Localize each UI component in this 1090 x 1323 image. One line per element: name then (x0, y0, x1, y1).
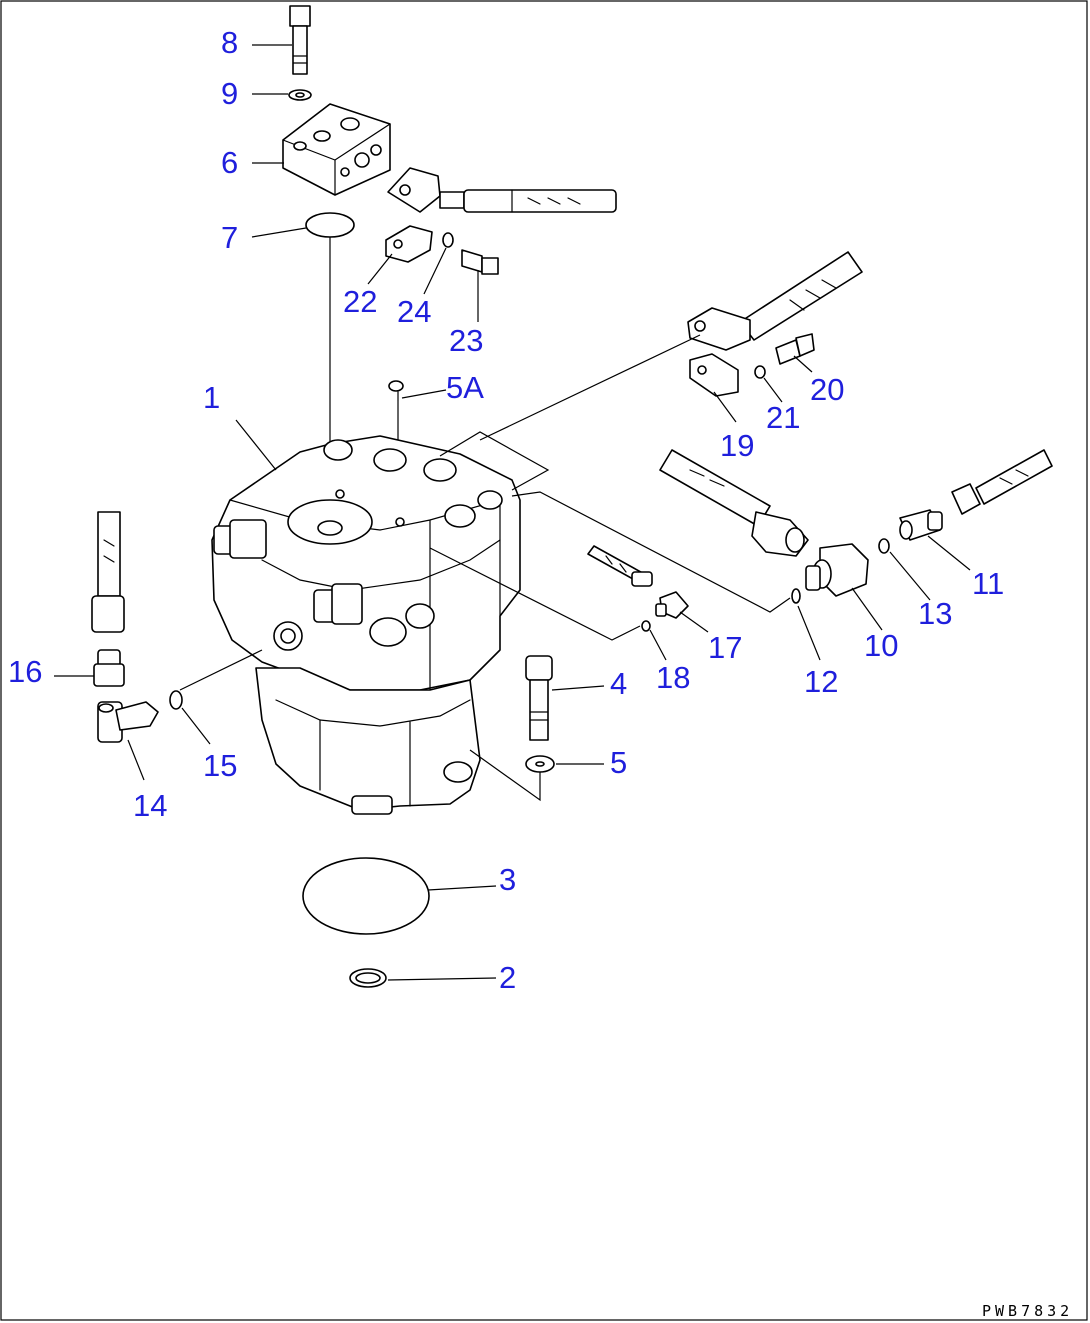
label-18: 18 (656, 660, 690, 695)
label-19: 19 (720, 428, 754, 463)
part-13-o-ring[interactable] (878, 538, 890, 554)
label-15: 15 (203, 748, 237, 783)
part-3-large-o-ring[interactable] (302, 857, 430, 935)
part-22-clamp[interactable] (385, 225, 433, 263)
part-8-bolt[interactable] (289, 5, 311, 75)
part-17-fitting[interactable] (655, 591, 689, 619)
part-18-o-ring[interactable] (641, 620, 651, 632)
label-24: 24 (397, 294, 431, 329)
part-5A-screw[interactable] (388, 380, 404, 401)
callout-labels: 8 9 6 7 22 24 23 5A 1 20 21 19 11 13 10 … (8, 25, 1004, 995)
label-6: 6 (221, 145, 238, 180)
label-23: 23 (449, 323, 483, 358)
left-vertical-tube[interactable] (91, 511, 125, 633)
label-21: 21 (766, 400, 800, 435)
label-4: 4 (610, 666, 627, 701)
label-8: 8 (221, 25, 238, 60)
label-3: 3 (499, 862, 516, 897)
label-7: 7 (221, 220, 238, 255)
part-19-clamp[interactable] (689, 353, 739, 397)
label-9: 9 (221, 76, 238, 111)
label-20: 20 (810, 372, 844, 407)
label-11: 11 (972, 566, 1004, 601)
label-1: 1 (203, 380, 220, 415)
part-1-motor-housing[interactable] (211, 435, 521, 815)
part-11-fitting[interactable] (899, 509, 943, 541)
upper-hose-assembly[interactable] (387, 167, 617, 213)
label-13: 13 (918, 596, 952, 631)
part-9-washer[interactable] (288, 89, 312, 101)
label-17: 17 (708, 630, 742, 665)
label-14: 14 (133, 788, 167, 823)
part-24-washer[interactable] (442, 232, 454, 248)
part-4-bolt[interactable] (525, 655, 553, 741)
label-5: 5 (610, 745, 627, 780)
part-20-bolt[interactable] (775, 333, 815, 365)
small-hose[interactable] (587, 545, 653, 587)
label-12: 12 (804, 664, 838, 699)
middle-right-hose[interactable] (659, 449, 809, 557)
label-2: 2 (499, 960, 516, 995)
label-16: 16 (8, 654, 42, 689)
part-2-seal[interactable] (349, 968, 387, 988)
part-14-elbow[interactable] (97, 701, 159, 743)
part-7-o-ring[interactable] (305, 212, 355, 238)
label-10: 10 (864, 628, 898, 663)
part-5-washer[interactable] (525, 755, 555, 773)
right-lower-hose[interactable] (951, 449, 1053, 515)
part-10-adapter[interactable] (805, 543, 869, 597)
right-upper-hose-assembly[interactable] (687, 251, 863, 351)
label-22: 22 (343, 284, 377, 319)
label-leader-lines (54, 44, 971, 981)
part-21-washer[interactable] (754, 365, 766, 379)
part-12-o-ring[interactable] (791, 588, 801, 604)
label-5A: 5A (446, 370, 484, 405)
part-6-block[interactable] (282, 103, 391, 196)
part-15-o-ring[interactable] (169, 690, 183, 710)
part-23-bolt[interactable] (461, 249, 499, 275)
part-16-adapter[interactable] (93, 649, 125, 687)
drawing-code: PWB7832 (982, 1302, 1073, 1320)
